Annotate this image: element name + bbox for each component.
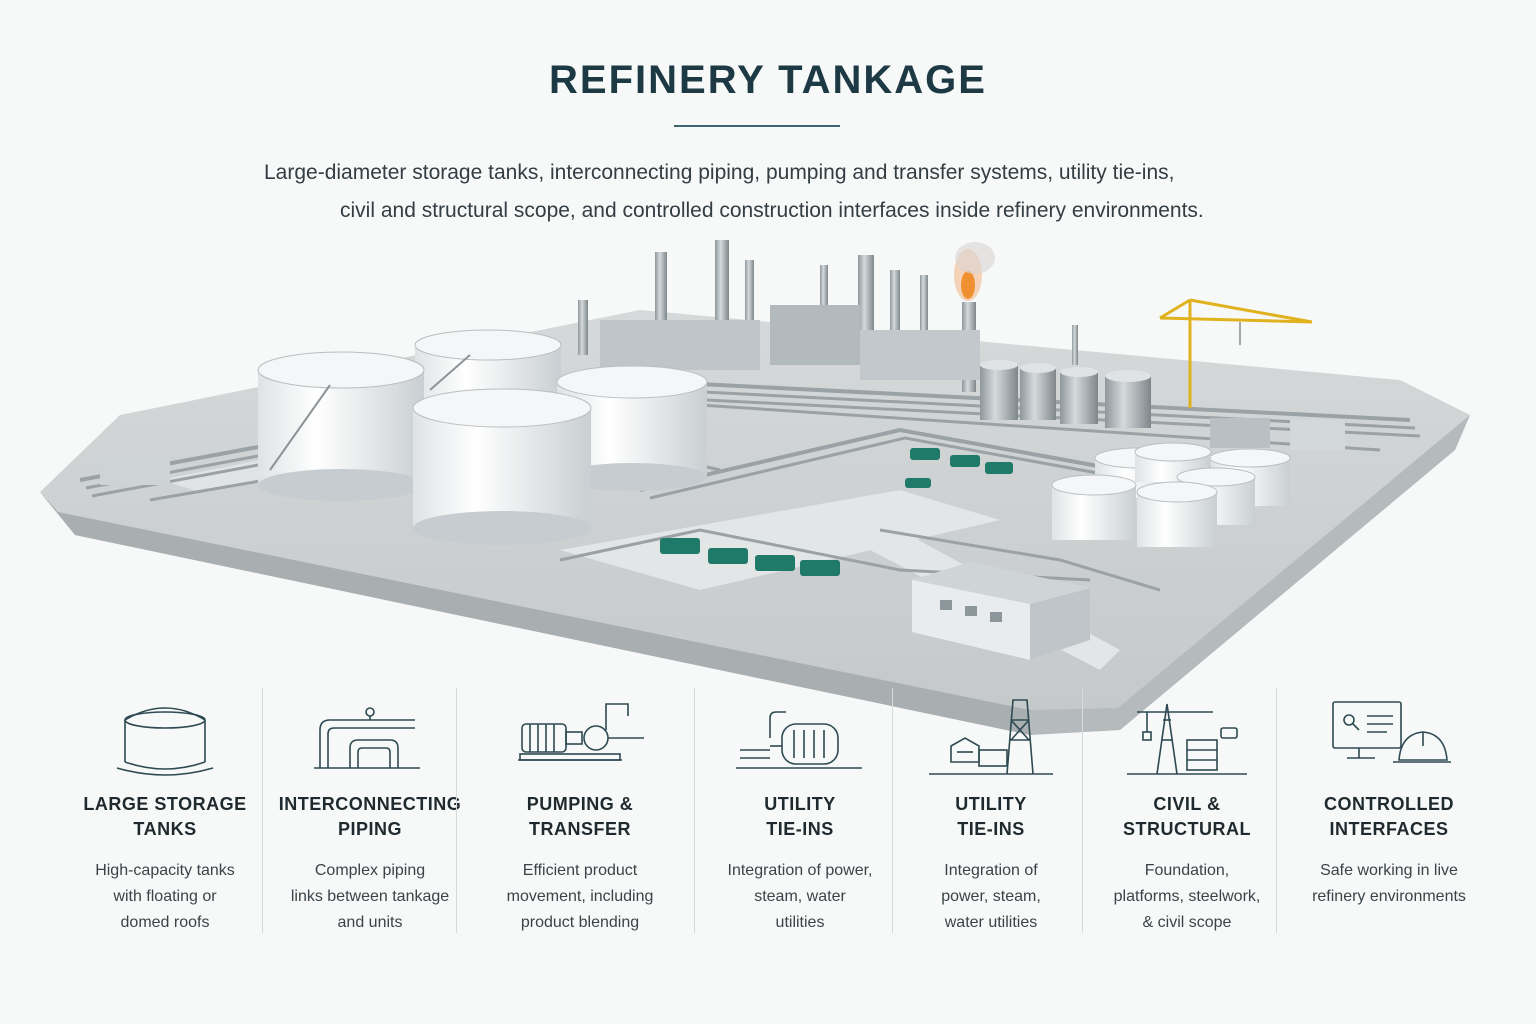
auxiliary-buildings (100, 418, 1345, 485)
feature-description: Foundation, platforms, steelwork, & civi… (1094, 858, 1280, 936)
column-divider (456, 688, 457, 933)
feature-utility-tie-ins: UTILITY TIE-INS Integration of power, st… (704, 680, 896, 940)
feature-description: Integration of power, steam, water utili… (904, 858, 1078, 936)
feature-desc-line-3: product blending (520, 914, 640, 931)
feature-desc-line-3: utilities (775, 914, 825, 931)
feature-desc-line-3: and units (337, 914, 403, 931)
large-storage-tanks (257, 329, 708, 545)
feature-title: CONTROLLED INTERFACES (1290, 792, 1488, 842)
feature-desc-line-1: Efficient product (522, 862, 638, 879)
feature-desc-line-1: High-capacity tanks (95, 862, 235, 879)
medium-storage-tanks (1051, 442, 1291, 547)
column-divider (1276, 688, 1277, 933)
tower-crane (1159, 298, 1313, 408)
feature-row: LARGE STORAGE TANKS High-capacity tanks … (0, 680, 1536, 980)
feature-description: Complex piping links between tankage and… (272, 858, 468, 936)
feature-title-line-2: TRANSFER (529, 819, 631, 839)
flare-flame (954, 242, 995, 301)
feature-title-line-1: UTILITY (764, 794, 836, 814)
piping-icon (314, 707, 420, 769)
pump-icon (518, 703, 644, 761)
feature-desc-line-2: steam, water (754, 888, 846, 905)
feature-desc-line-2: with floating or (113, 888, 217, 905)
feature-title-line-2: TIE-INS (957, 819, 1025, 839)
feature-title-line-1: LARGE STORAGE (83, 794, 247, 814)
page-subtitle: Large-diameter storage tanks, interconne… (0, 154, 1536, 230)
feature-civil-structural: CIVIL & STRUCTURAL Foundation, platforms… (1094, 680, 1280, 940)
crane-structure-icon (1127, 703, 1247, 775)
feature-controlled-interfaces: CONTROLLED INTERFACES Safe working in li… (1290, 680, 1488, 940)
refinery-illustration (40, 240, 1470, 735)
pump-units (660, 448, 1013, 576)
feature-desc-line-1: Integration of power, (727, 862, 873, 879)
feature-desc-line-3: domed roofs (120, 914, 210, 931)
feature-desc-line-1: Foundation, (1144, 862, 1230, 879)
feature-desc-line-3: & civil scope (1142, 914, 1232, 931)
feature-desc-line-3: water utilities (944, 914, 1038, 931)
subtitle-line-1: Large-diameter storage tanks, interconne… (264, 161, 1175, 184)
feature-desc-line-1: Safe working in live (1320, 862, 1458, 879)
feature-large-storage-tanks: LARGE STORAGE TANKS High-capacity tanks … (70, 680, 260, 940)
feature-title-line-2: PIPING (337, 819, 402, 839)
utility-unit-icon (736, 711, 862, 769)
silver-process-tanks (980, 360, 1151, 428)
feature-desc-line-2: power, steam, (941, 888, 1041, 905)
feature-title-line-1: CIVIL & (1153, 794, 1221, 814)
page-title: REFINERY TANKAGE (549, 58, 987, 102)
feature-description: Safe working in live refinery environmen… (1290, 858, 1488, 910)
feature-desc-line-1: Integration of (944, 862, 1038, 879)
feature-title-line-1: CONTROLLED (1324, 794, 1454, 814)
site-platform (40, 310, 1470, 735)
feature-description: Efficient product movement, including pr… (480, 858, 680, 936)
feature-title-line-2: STRUCTURAL (1123, 819, 1251, 839)
feature-desc-line-2: refinery environments (1312, 888, 1466, 905)
feature-title: INTERCONNECTING PIPING (272, 792, 468, 842)
feature-interconnecting-piping: INTERCONNECTING PIPING Complex piping li… (272, 680, 468, 940)
feature-title: UTILITY TIE-INS (704, 792, 896, 842)
control-building (912, 562, 1090, 660)
feature-title-line-1: UTILITY (955, 794, 1027, 814)
feature-description: High-capacity tanks with floating or dom… (70, 858, 260, 936)
feature-title: PUMPING & TRANSFER (480, 792, 680, 842)
feature-title-line-2: TANKS (133, 819, 197, 839)
feature-utility-tie-ins-2: UTILITY TIE-INS Integration of power, st… (904, 680, 1078, 940)
feature-pumping-transfer: PUMPING & TRANSFER Efficient product mov… (480, 680, 680, 940)
monitor-hardhat-icon (1332, 701, 1451, 763)
process-columns (578, 240, 1078, 392)
feature-title-line-1: PUMPING & (526, 794, 634, 814)
feature-title-line-2: TIE-INS (766, 819, 834, 839)
feature-desc-line-2: movement, including (506, 888, 654, 905)
storage-tank-icon (116, 707, 214, 776)
feature-title-line-2: INTERFACES (1329, 819, 1449, 839)
feature-desc-line-1: Complex piping (314, 862, 426, 879)
column-divider (262, 688, 263, 933)
column-divider (1082, 688, 1083, 933)
feature-desc-line-2: links between tankage (290, 888, 450, 905)
feature-title-line-1: INTERCONNECTING (278, 794, 462, 814)
feature-title: CIVIL & STRUCTURAL (1094, 792, 1280, 842)
feature-title: UTILITY TIE-INS (904, 792, 1078, 842)
feature-description: Integration of power, steam, water utili… (704, 858, 896, 936)
feature-title: LARGE STORAGE TANKS (70, 792, 260, 842)
column-divider (694, 688, 695, 933)
title-underline (674, 125, 840, 127)
feature-desc-line-2: platforms, steelwork, (1113, 888, 1261, 905)
subtitle-line-2: civil and structural scope, and controll… (340, 199, 1204, 222)
utility-tower-icon (929, 699, 1053, 775)
column-divider (892, 688, 893, 933)
